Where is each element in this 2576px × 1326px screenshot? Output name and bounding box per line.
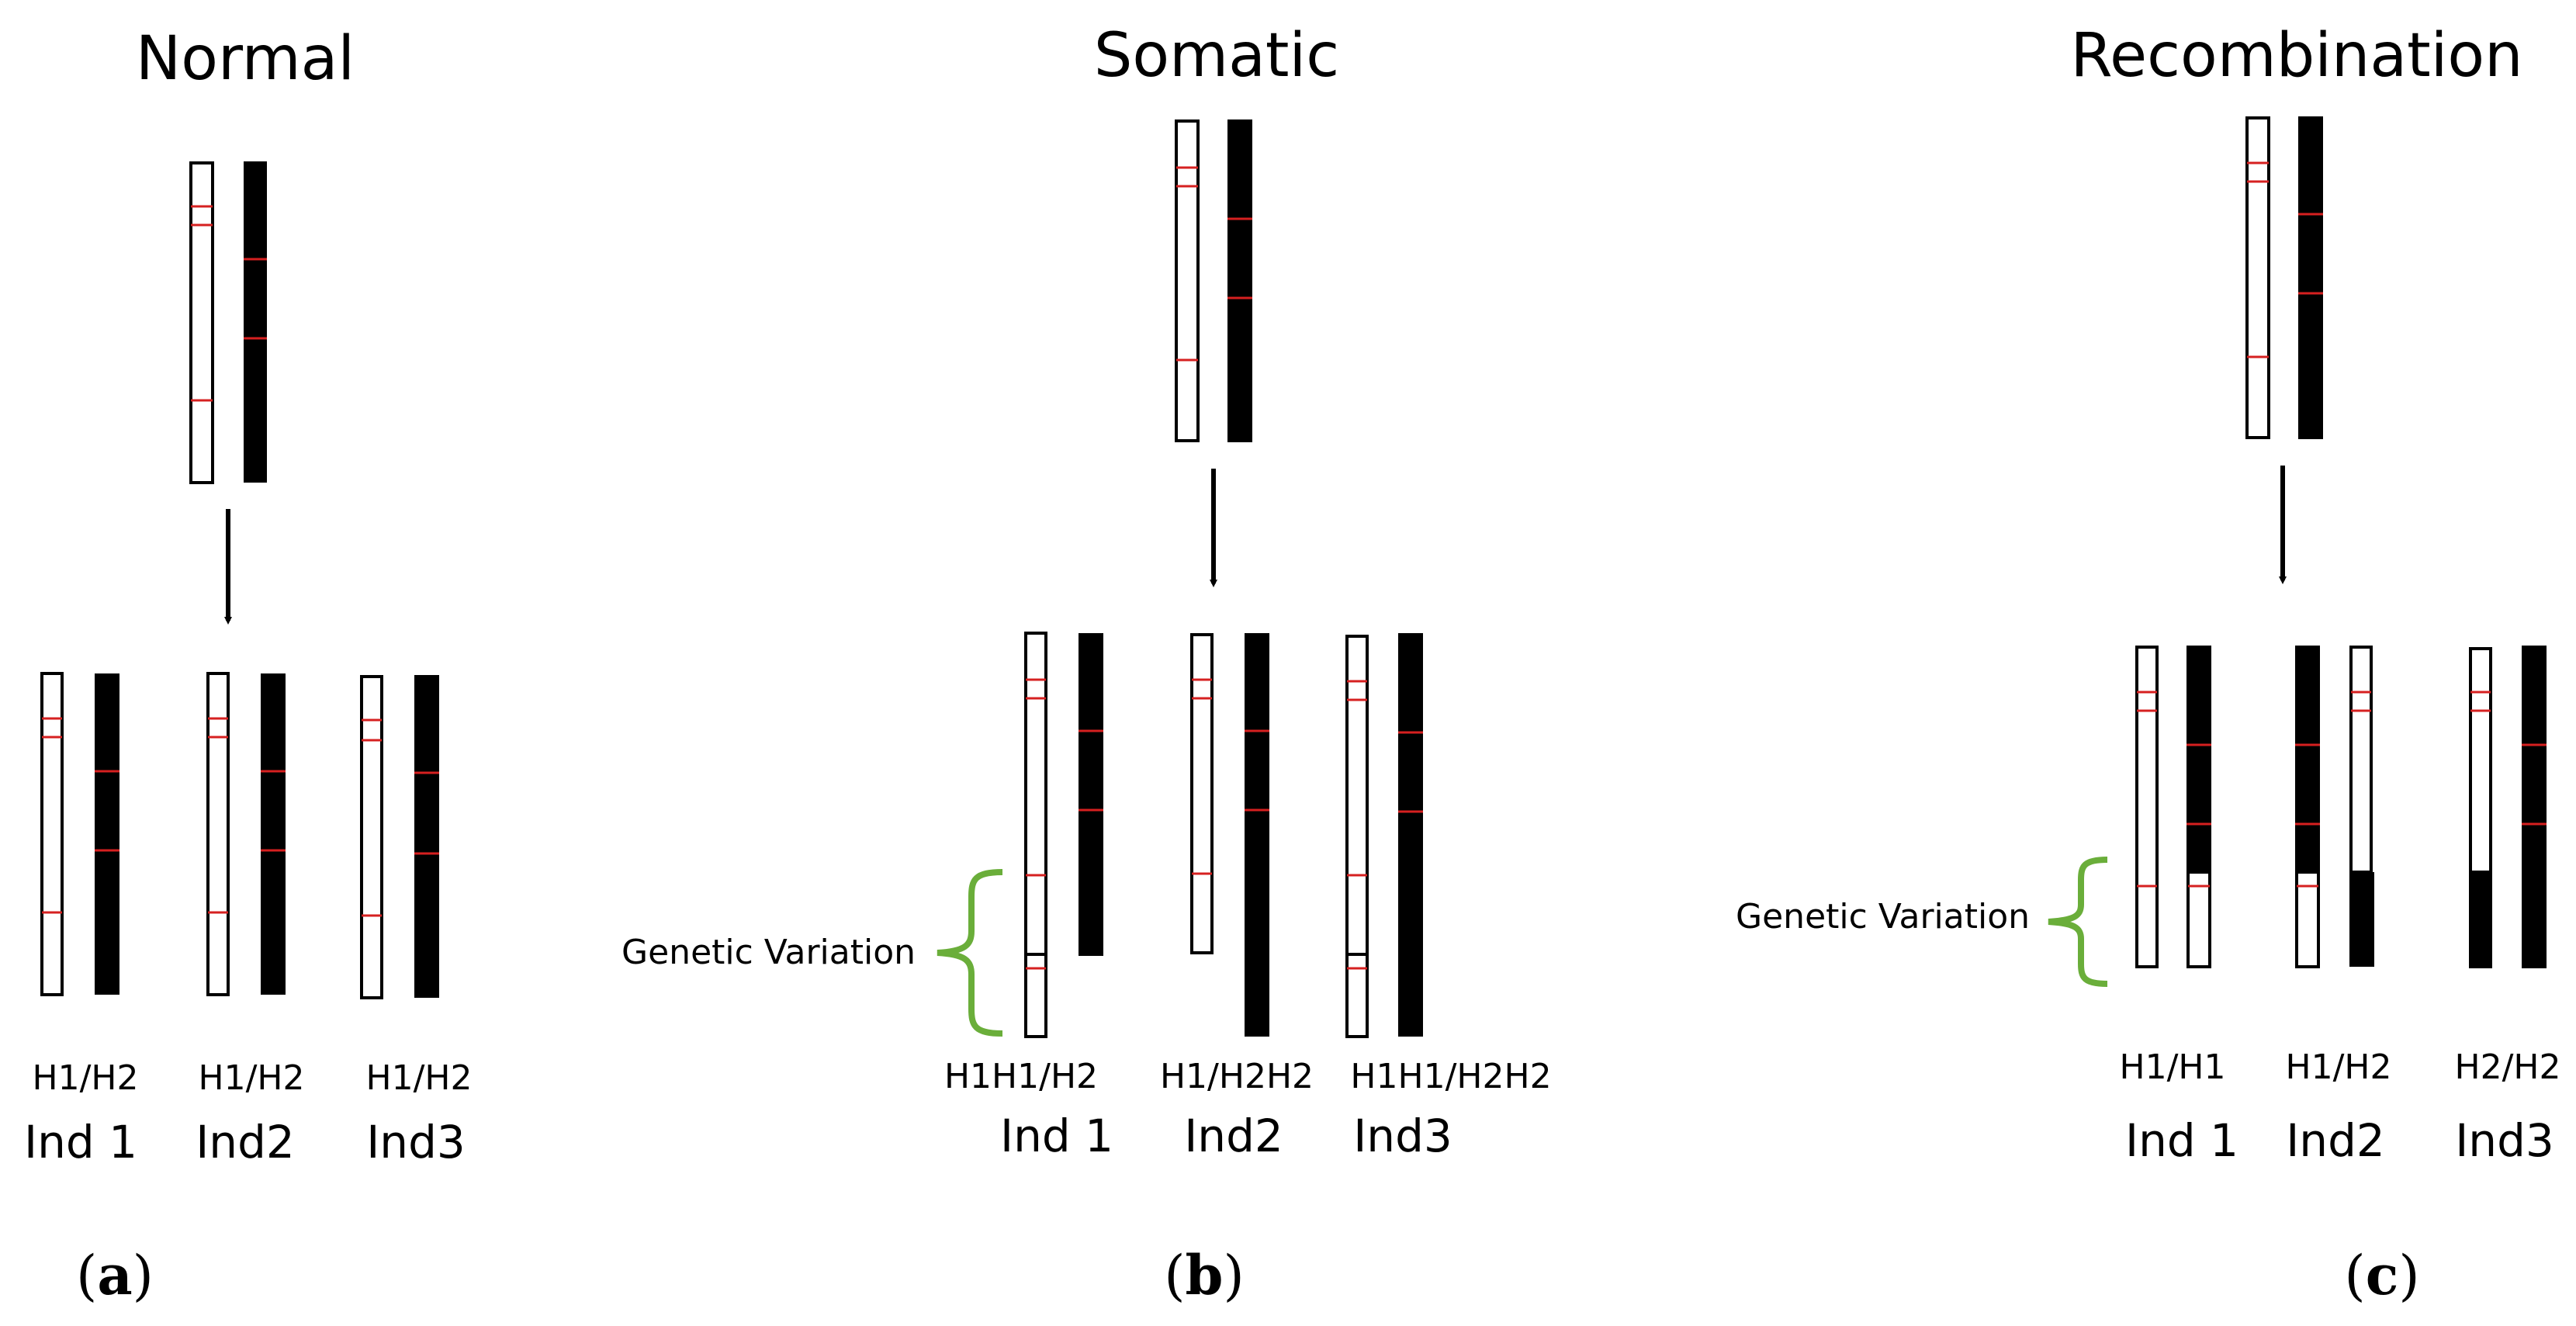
individual-2	[1190, 633, 1269, 1037]
white-chromosome	[2245, 116, 2270, 439]
panel-normal: Normal	[24, 24, 473, 1307]
individual-2	[206, 672, 286, 996]
white-chromosome	[360, 675, 383, 999]
individual-3	[360, 675, 439, 999]
individual-label: Ind3	[2455, 1114, 2554, 1167]
individual-2	[2295, 646, 2374, 968]
black-chromosome	[2298, 116, 2323, 439]
individual-label: Ind3	[1353, 1110, 1452, 1162]
panel-letter: c	[2366, 1243, 2399, 1307]
black-chromosome	[1398, 633, 1423, 1037]
genetic-variation-annotation: Genetic Variation	[1736, 857, 2108, 987]
genotype-label: H1/H2	[2286, 1047, 2392, 1087]
individual-label: Ind2	[196, 1116, 295, 1168]
annotation-label: Genetic Variation	[621, 933, 916, 972]
individual-1	[1024, 632, 1103, 1038]
individual-label: Ind 1	[2125, 1114, 2238, 1167]
parent-chromosome-pair	[2245, 116, 2323, 439]
genetic-variation-annotation: Genetic Variation	[621, 869, 1003, 1037]
brace-icon	[937, 869, 1003, 1037]
panel-recombination: Recombination	[1736, 21, 2560, 1307]
black-chromosome	[1079, 633, 1103, 956]
genotype-label: H1/H2H2	[1160, 1057, 1314, 1096]
individual-label: Ind3	[366, 1116, 466, 1168]
white-chromosome	[206, 672, 230, 996]
individual-3	[1345, 633, 1423, 1038]
white-chromosome	[2135, 646, 2159, 968]
individual-label: Ind 1	[1000, 1110, 1113, 1162]
black-chromosome	[1227, 119, 1252, 442]
parent-chromosome-pair	[1175, 119, 1252, 442]
white-chromosome	[40, 672, 64, 996]
panel-somatic: Somatic	[621, 21, 1552, 1307]
brace-icon	[2048, 857, 2108, 987]
genotype-label: H1/H2	[366, 1058, 473, 1098]
white-chromosome	[1024, 632, 1047, 1038]
black-chromosome-segment	[2469, 872, 2492, 968]
panel-letter: a	[97, 1243, 132, 1307]
black-chromosome	[1245, 633, 1269, 1037]
individual-1	[40, 672, 119, 996]
black-chromosome	[244, 161, 267, 483]
parent-chromosome-pair	[189, 161, 267, 484]
black-chromosome	[2522, 646, 2547, 968]
genotype-label: H2/H2	[2455, 1047, 2561, 1087]
white-chromosome	[1345, 635, 1369, 1038]
panel-title: Recombination	[2070, 21, 2522, 91]
black-chromosome	[95, 673, 119, 995]
white-chromosome-segment	[2469, 647, 2492, 874]
panel-label: (b)	[1164, 1243, 1245, 1307]
individual-label: Ind 1	[24, 1116, 137, 1168]
panel-letter: b	[1186, 1243, 1224, 1307]
white-chromosome-segment	[2349, 646, 2373, 874]
individual-3	[2469, 646, 2547, 968]
white-chromosome	[1190, 633, 1214, 954]
black-chromosome-segment	[2295, 646, 2320, 872]
black-chromosome	[261, 673, 286, 995]
individual-1	[2135, 646, 2211, 968]
annotation-label: Genetic Variation	[1736, 897, 2030, 937]
panel-title: Somatic	[1094, 21, 1339, 91]
individual-label: Ind2	[1184, 1110, 1283, 1162]
genotype-label: H1/H2	[33, 1058, 139, 1098]
black-chromosome-segment	[2186, 646, 2211, 872]
genotype-label: H1H1/H2	[944, 1057, 1098, 1096]
genotype-label: H1/H1	[2120, 1047, 2226, 1087]
genotype-label: H1H1/H2H2	[1350, 1057, 1551, 1096]
panel-title: Normal	[136, 24, 355, 94]
black-chromosome-segment	[2349, 872, 2374, 967]
white-chromosome	[1175, 119, 1200, 442]
individual-label: Ind2	[2286, 1114, 2385, 1167]
panel-label: (c)	[2344, 1243, 2419, 1307]
black-chromosome	[414, 675, 439, 998]
panel-label: (a)	[76, 1243, 154, 1307]
white-chromosome	[189, 161, 214, 484]
white-chromosome-segment	[2186, 871, 2211, 968]
genotype-label: H1/H2	[199, 1058, 305, 1098]
